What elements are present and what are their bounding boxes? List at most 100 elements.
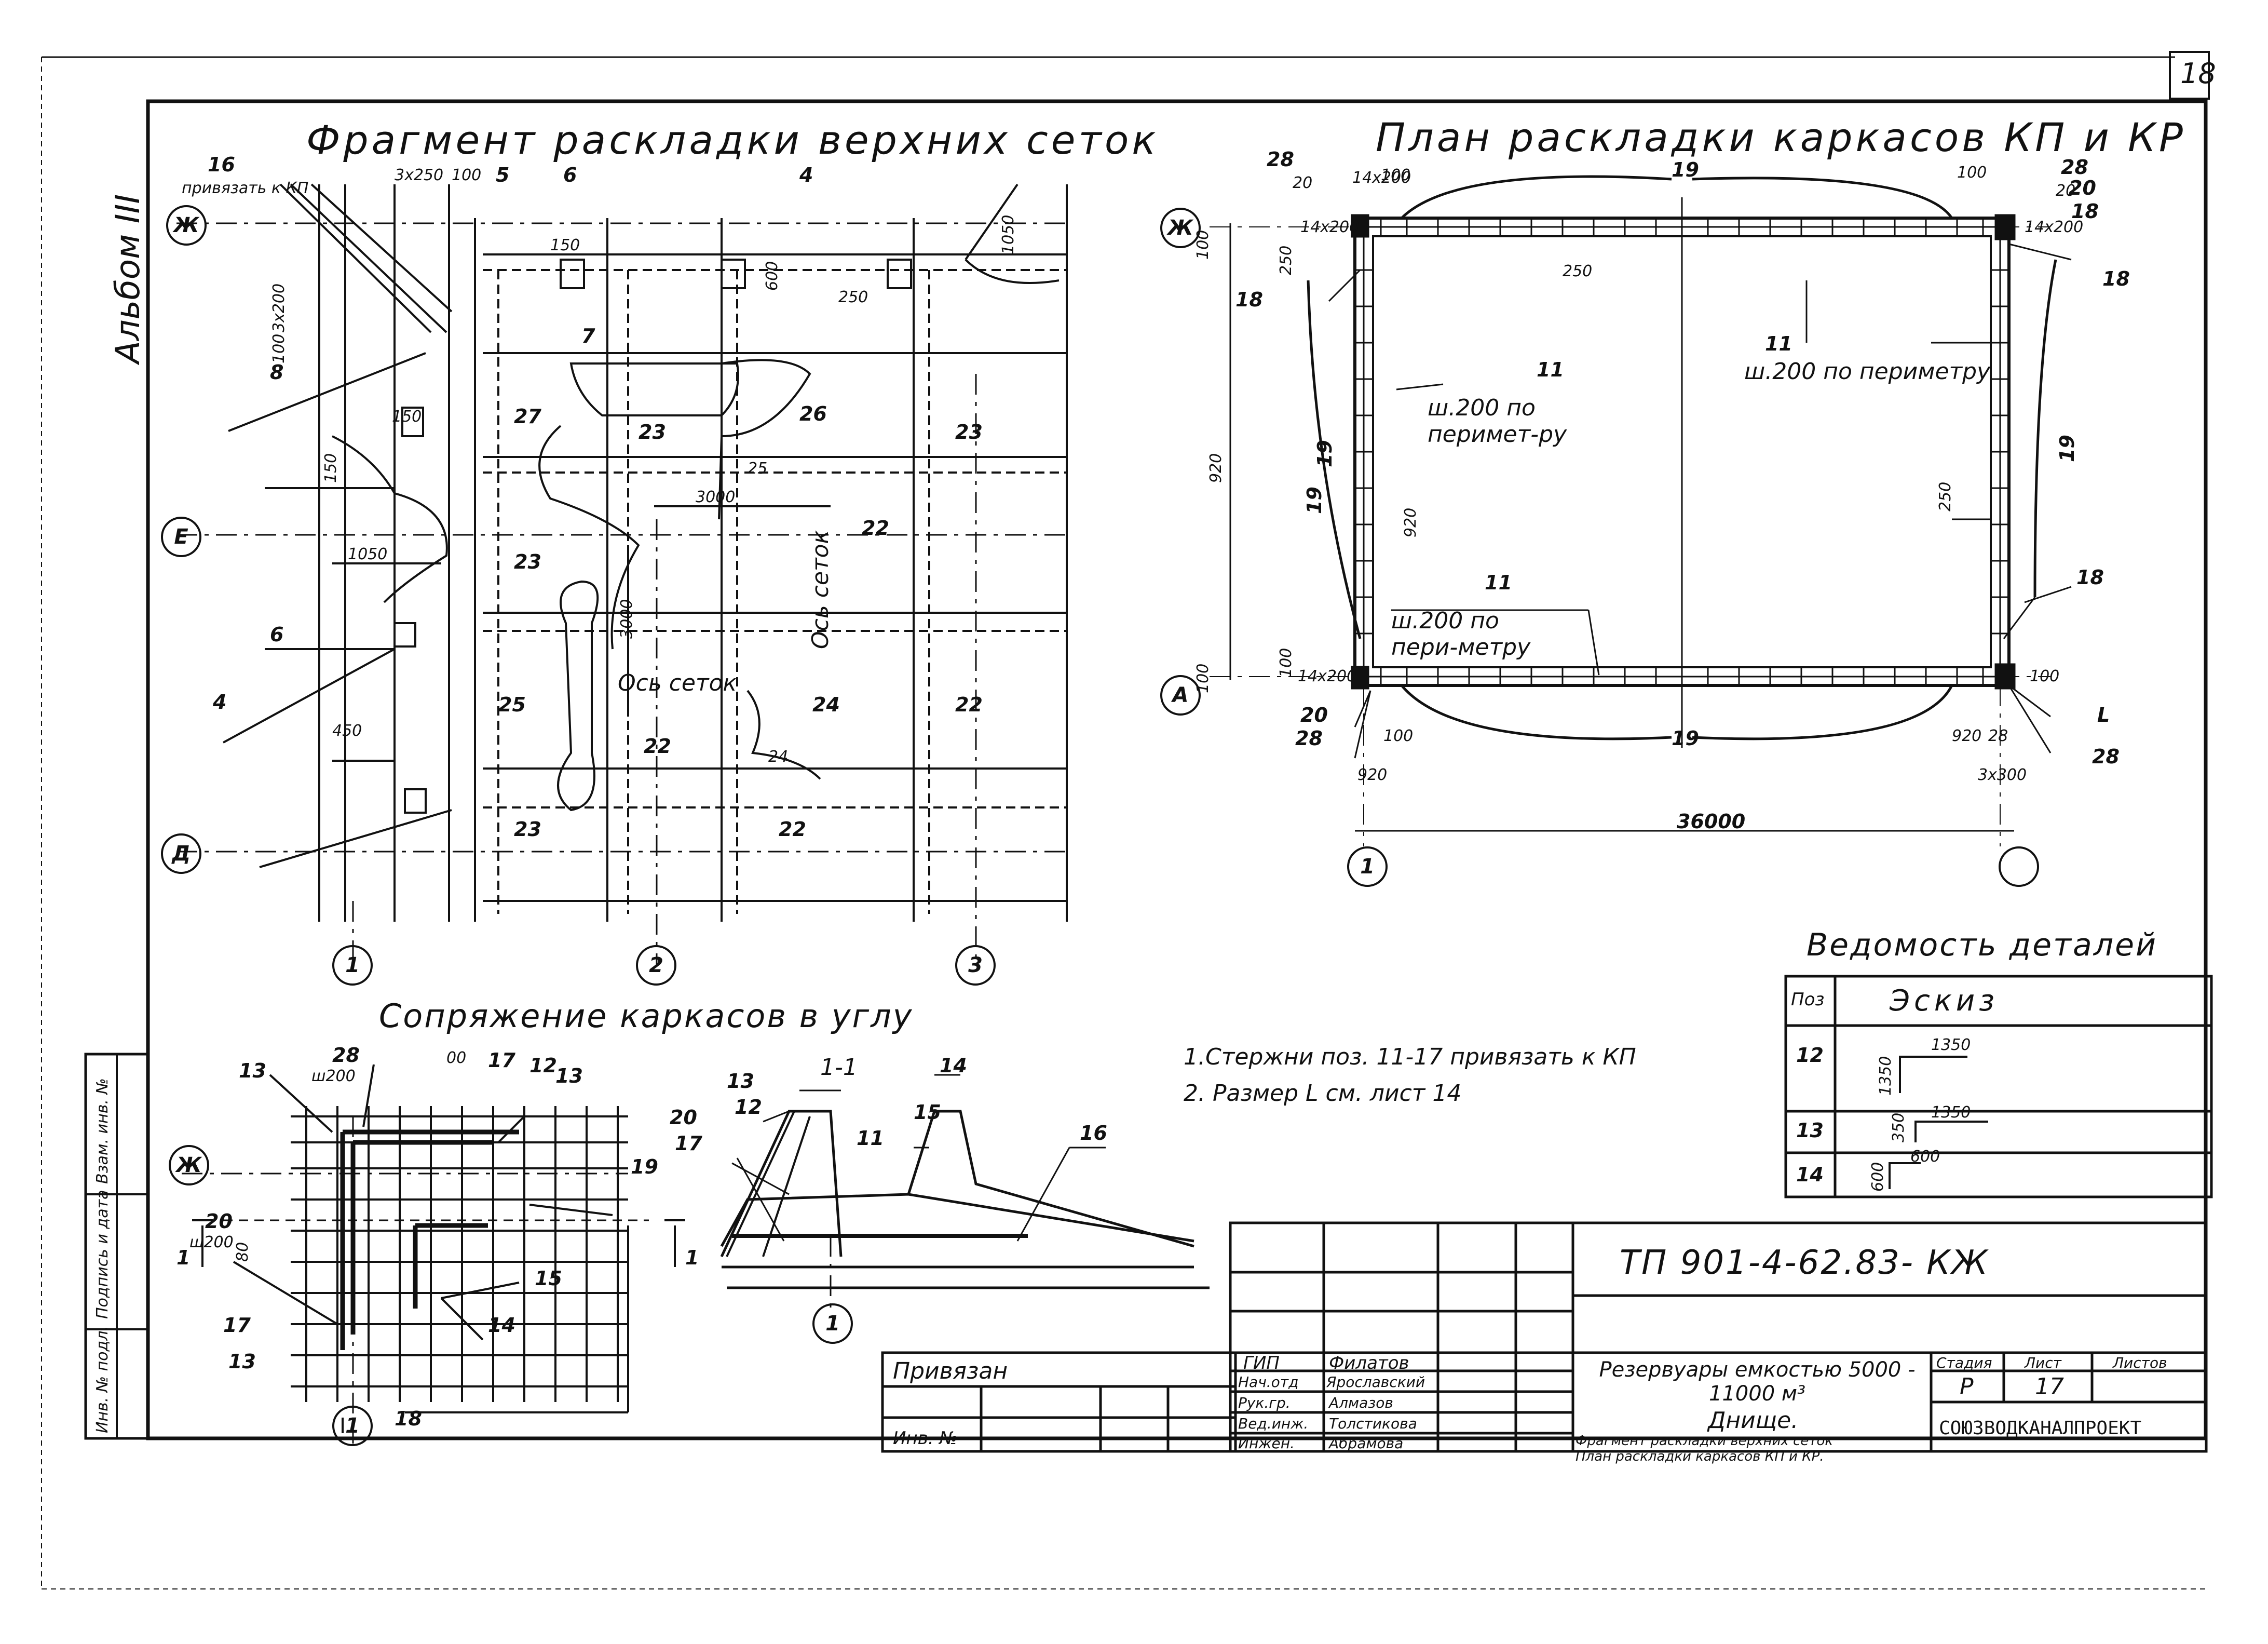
sheet-number: 18	[2180, 57, 2216, 90]
mark-label: 8	[270, 361, 284, 384]
dimension-text: 1050	[348, 545, 388, 563]
plan-mark: 28	[1267, 148, 1294, 171]
plan-note: ш.200 по периметру	[1744, 358, 1991, 385]
mesh-number: 24	[812, 693, 840, 716]
section-mark: 16	[1080, 1122, 1107, 1144]
plan-mark: 18	[2071, 200, 2099, 223]
plan-title: План раскладки каркасов КП и КР	[1376, 114, 2186, 160]
details-row-dim: 1350	[1877, 1056, 1895, 1096]
plan-mark: 11	[1765, 332, 1792, 355]
corner-mark: 1	[176, 1246, 191, 1269]
axis-col-1-fragment: 1	[332, 945, 373, 986]
axis-row-e-fragment: Е	[161, 517, 201, 557]
person-name: Толстикова	[1329, 1415, 1417, 1432]
axis-note: Ось сеток	[618, 670, 737, 696]
plan-mark: 28	[1295, 727, 1323, 750]
role-label: Нач.отд	[1238, 1373, 1299, 1391]
section-mark: 20	[670, 1106, 697, 1129]
corner-mark: 17	[223, 1314, 251, 1337]
plan-mark: 11	[1485, 571, 1512, 594]
sheet-label: Лист	[2025, 1354, 2061, 1371]
plan-mark: 14х200	[1300, 218, 1360, 236]
dimension-text: 150	[550, 236, 580, 254]
details-row-dim: 600	[1869, 1162, 1887, 1192]
plan-mark: 36000	[1677, 810, 1746, 833]
dimension-text: 3000	[696, 488, 736, 506]
plan-note: ш.200 по пери-метру	[1391, 608, 1531, 661]
plan-mark: 250	[1936, 481, 1954, 511]
details-row-pos: 12	[1796, 1044, 1824, 1067]
dimension-text: 150	[322, 453, 340, 483]
corner-mark: 13	[239, 1059, 266, 1082]
mark-label: 6	[270, 623, 284, 646]
dimension-text: 3х200	[270, 283, 288, 332]
details-row-pos: 14	[1796, 1163, 1824, 1186]
dimension-text: 3х250	[395, 166, 444, 184]
note-2: 2. Размер L см. лист 14	[1184, 1080, 1462, 1107]
plan-note: ш.200 по перимет-ру	[1428, 395, 1567, 448]
side-stamp-replace: Взам. инв. №	[93, 1078, 112, 1184]
plan-mark: 100	[1194, 663, 1212, 693]
project-name: Резервуары емкостью 5000 - 11000 м³	[1599, 1358, 1916, 1406]
mesh-number: 25	[748, 460, 768, 478]
document-code: ТП 901-4-62.83- КЖ	[1620, 1244, 1989, 1282]
corner-mark: 13	[555, 1064, 583, 1087]
mesh-number: 27	[514, 405, 541, 428]
mesh-number: 24	[768, 748, 789, 766]
details-row-dim: 600	[1910, 1148, 1940, 1166]
mark-label: 4	[799, 164, 813, 186]
binding-note: привязать к КП	[182, 179, 309, 197]
plan-mark: 920	[1207, 453, 1225, 483]
section-mark: 15	[914, 1101, 941, 1124]
plan-mark: 14х200	[2025, 218, 2084, 236]
side-stamp-sign: Подпись и дата	[93, 1190, 112, 1319]
mesh-number: 23	[514, 550, 541, 573]
mark-label: 5	[496, 164, 510, 186]
axis-col-3-fragment: 3	[955, 945, 996, 986]
details-col-sketch: Эскиз	[1890, 984, 1999, 1018]
person-name: Ярославский	[1326, 1373, 1425, 1391]
dimension-text: 150	[392, 408, 422, 426]
section-mark: 14	[940, 1054, 967, 1077]
section-mark: 12	[735, 1096, 762, 1119]
details-row-dim: 1350	[1931, 1103, 1971, 1122]
corner-mark: 28	[332, 1044, 360, 1067]
mesh-number: 23	[514, 818, 541, 841]
plan-mark: 20	[1300, 704, 1328, 726]
axis-col-2-fragment: 2	[636, 945, 676, 986]
plan-mark: 100	[1277, 648, 1295, 678]
corner-title: Сопряжение каркасов в углу	[379, 997, 914, 1035]
plan-mark: 100	[2030, 667, 2060, 685]
corner-mark: 15	[535, 1267, 562, 1290]
person-name: Филатов	[1329, 1353, 1409, 1373]
mesh-number: 22	[644, 735, 671, 758]
plan-mark: 920	[1952, 727, 1982, 745]
corner-mark: 19	[631, 1155, 658, 1178]
corner-mark: 13	[228, 1350, 256, 1373]
mark-label: 4	[213, 691, 227, 713]
section-mark: 11	[857, 1127, 884, 1150]
mesh-number: 22	[955, 693, 983, 716]
plan-mark: 19	[1672, 158, 1699, 181]
axis-col-1-section: 1	[812, 1303, 853, 1344]
corner-mark: ш200	[189, 1233, 234, 1251]
sheets-label: Листов	[2113, 1354, 2167, 1371]
details-row-dim: 1350	[1931, 1036, 1971, 1054]
plan-mark: 920	[1402, 507, 1420, 537]
corner-mark: 17	[488, 1049, 515, 1072]
dimension-text: 100	[452, 166, 482, 184]
organization: СОЮЗВОДКАНАЛПРОЕКТ	[1939, 1418, 2142, 1439]
axis-row-a-plan: А	[1160, 675, 1201, 716]
details-row-dim: 350	[1890, 1112, 1908, 1142]
plan-mark: 18	[2076, 566, 2104, 589]
corner-mark: 00	[446, 1049, 467, 1067]
axis-col-1-plan: 1	[1347, 846, 1388, 887]
plan-mark: 20	[2069, 177, 2096, 199]
details-col-pos: Поз	[1791, 989, 1825, 1010]
plan-mark: 3х300	[1978, 766, 2027, 784]
sheet-value: 17	[2035, 1373, 2064, 1400]
plan-mark: 100	[1383, 727, 1414, 745]
role-label: ГИП	[1243, 1353, 1280, 1373]
